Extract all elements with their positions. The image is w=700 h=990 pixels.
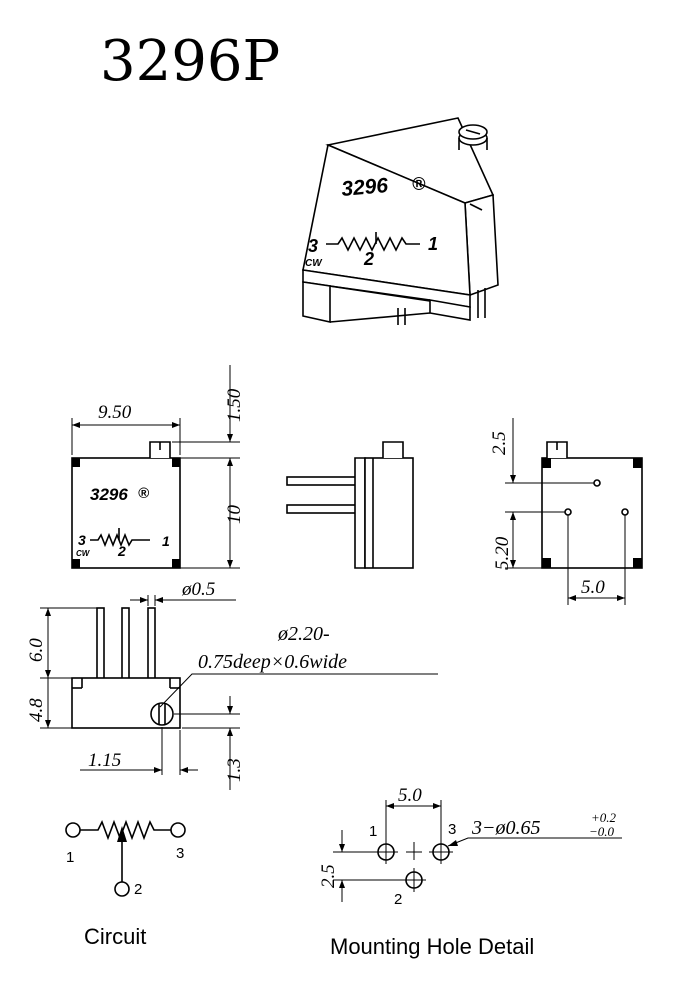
side-profile-view	[286, 441, 414, 569]
side-profile-pin-upper	[286, 476, 358, 486]
bottom-view: 2.5 5.20 5.0	[489, 418, 643, 605]
front-resistor-symbol	[90, 532, 150, 548]
pin-length-dimension: 6.0	[26, 638, 47, 662]
side-view: ø0.5 6.0 4.8 ø2.20- 0.75deep×0.6wide 1.1…	[26, 579, 438, 790]
bottom-top-dimension: 2.5	[489, 431, 510, 455]
body-side-height-dimension: 4.8	[26, 698, 47, 722]
front-pin2-label: 2	[117, 543, 126, 559]
mount-pin2-label: 2	[394, 891, 402, 908]
isometric-view: 3296 ® 3 CW 1 2	[302, 117, 499, 325]
hole-tolerance-plus: +0.2	[591, 810, 617, 825]
side-profile-pin-lower	[286, 504, 358, 514]
front-width-dimension: 9.50	[98, 402, 132, 423]
side-pin-left	[96, 607, 105, 681]
part-number-title: 3296P	[100, 29, 280, 94]
circuit-terminal-2	[114, 881, 130, 897]
iso-model-text: 3296	[340, 174, 389, 201]
adjuster-screw	[458, 124, 488, 150]
slot-note-line2: 0.75deep×0.6wide	[198, 651, 347, 673]
circuit-terminal-1	[65, 822, 81, 838]
circuit-pin3-label: 3	[176, 845, 184, 862]
front-view-body	[71, 457, 181, 569]
iso-pin2-label: 2	[363, 249, 374, 269]
bottom-pin-1	[621, 508, 629, 516]
front-view: 3296 ® 3 CW 1 2 9.50 1.50 10	[71, 365, 245, 569]
side-pin-middle	[121, 607, 130, 681]
front-cw-label: CW	[76, 549, 91, 558]
hole-tolerance-minus: −0.0	[589, 824, 615, 839]
mounting-hole-detail: 5.0 2.5 1 3 2 3−ø0.65 +0.2 −0.0 Mounting…	[318, 785, 622, 959]
bottom-horizontal-dimension: 5.0	[581, 577, 605, 598]
body-height-dimension: 10	[224, 505, 245, 525]
front-model-text: 3296	[90, 485, 128, 504]
wiper-arrow	[117, 826, 127, 842]
circuit-pin1-label: 1	[66, 849, 74, 866]
circuit-pin2-label: 2	[134, 881, 142, 898]
circuit-caption: Circuit	[84, 924, 146, 949]
iso-pin1-label: 1	[428, 234, 438, 254]
iso-registered-symbol: ®	[412, 174, 426, 194]
screw-height-dimension: 1.3	[224, 758, 245, 782]
slot-note-line1: ø2.20-	[277, 623, 330, 645]
front-pin3-label: 3	[78, 532, 86, 548]
screw-offset-dimension: 1.15	[88, 750, 121, 771]
front-pin1-label: 1	[162, 533, 170, 549]
adjuster-height-dimension: 1.50	[224, 388, 245, 422]
mount-offset-dimension: 2.5	[318, 864, 339, 888]
front-registered-symbol: ®	[138, 485, 150, 502]
circuit-terminal-3	[170, 822, 186, 838]
adjust-screw-slot	[150, 702, 174, 726]
bottom-pin-3	[564, 508, 572, 516]
mount-pin3-label: 3	[448, 821, 456, 838]
mount-pin1-label: 1	[369, 823, 377, 840]
iso-pin3-label: 3	[308, 236, 318, 256]
bottom-vertical-dimension: 5.20	[492, 536, 513, 570]
hole-spec-text: 3−ø0.65	[471, 817, 541, 839]
mounting-caption: Mounting Hole Detail	[330, 934, 534, 959]
circuit-diagram: 1 3 2 Circuit	[65, 819, 186, 949]
iso-resistor-symbol	[326, 236, 420, 252]
side-pin-right	[147, 607, 156, 681]
circuit-resistor-symbol	[80, 819, 171, 841]
iso-cw-label: CW	[305, 258, 323, 269]
pin-diameter-dimension: ø0.5	[181, 579, 215, 600]
mount-spacing-dimension: 5.0	[398, 785, 422, 806]
bottom-pin-2	[593, 479, 601, 487]
